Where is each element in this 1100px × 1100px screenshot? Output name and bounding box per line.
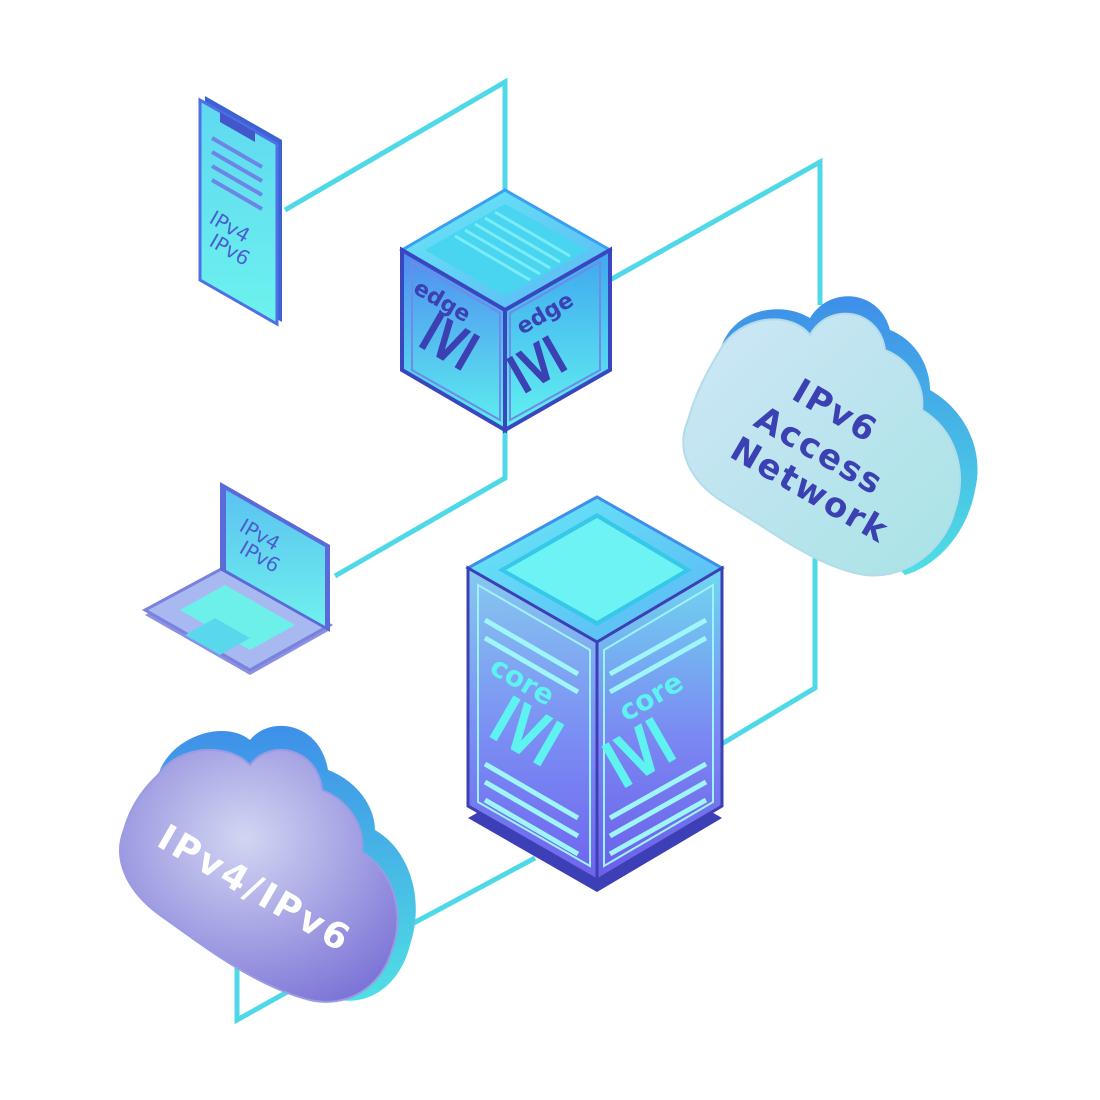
- link-access-core: [718, 540, 818, 748]
- smartphone: IPv4 IPv6: [198, 96, 282, 327]
- link-core-internet: [408, 855, 537, 928]
- core-ivi-tower: core IVI core IVI: [464, 495, 725, 892]
- ipv4-ipv6-cloud: IPv4/IPv6: [119, 725, 416, 1003]
- link-edge-laptop: [333, 410, 508, 579]
- phone-notch: [220, 112, 255, 142]
- laptop: IPv4 IPv6: [141, 482, 334, 675]
- edge-ivi-box: edge IVI edge IVI: [399, 188, 614, 434]
- connection-lines: [234, 77, 823, 1025]
- link-phone-edge: [283, 77, 508, 213]
- ipv6-access-network-cloud: IPv6 Access Network: [682, 296, 978, 577]
- link-edge-access: [608, 157, 823, 305]
